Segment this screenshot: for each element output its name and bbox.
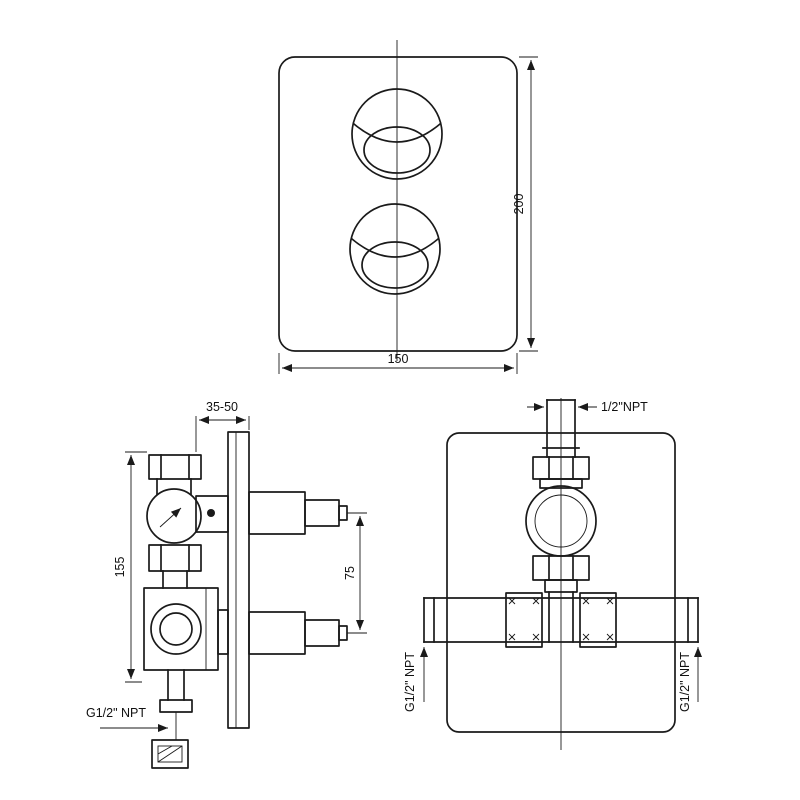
cross-pipe <box>423 592 699 648</box>
side-view: 35-50 155 75 G1/2" NPT <box>86 400 367 769</box>
dim-height-200: 200 <box>512 56 538 352</box>
dim-depth-35-50: 35-50 <box>195 400 250 452</box>
top-inlet-npt-label: 1/2"NPT <box>601 400 648 414</box>
dim-height-label: 200 <box>512 194 526 215</box>
dim-spacing-75: 75 <box>343 512 367 634</box>
dim-body-height-label: 155 <box>113 557 127 578</box>
dim-top-inlet: 1/2"NPT <box>527 400 648 414</box>
dim-spacing-label: 75 <box>343 566 357 580</box>
lower-port-circle <box>150 603 202 655</box>
lower-body-block <box>143 587 219 671</box>
outlet-callout: G1/2" NPT <box>86 706 168 732</box>
top-knob <box>351 88 443 180</box>
handle-top-side <box>248 491 348 535</box>
outlet-fitting <box>151 739 189 769</box>
cartridge-housing <box>195 495 229 533</box>
union-nut-right <box>579 592 617 648</box>
right-port-npt-label: G1/2" NPT <box>678 652 692 712</box>
valve-body-side <box>143 454 229 769</box>
right-port-callout: G1/2" NPT <box>678 647 702 712</box>
faceplate <box>278 56 518 352</box>
bottom-knob <box>349 203 441 295</box>
dim-depth-label: 35-50 <box>206 400 238 414</box>
outlet-npt-label: G1/2" NPT <box>86 706 146 720</box>
wall-plate <box>227 431 250 729</box>
front-view: 200 150 <box>278 40 538 374</box>
dim-width-label: 150 <box>388 352 409 366</box>
dim-height-155: 155 <box>113 451 147 683</box>
left-port-callout: G1/2" NPT <box>403 647 428 712</box>
handle-bottom-side <box>248 611 348 655</box>
top-inlet-pipe <box>542 399 580 458</box>
rear-view: 1/2"NPT <box>403 398 702 750</box>
left-port-npt-label: G1/2" NPT <box>403 652 417 712</box>
union-nut-left <box>505 592 543 648</box>
flow-arrow <box>159 507 182 528</box>
top-hex-nut <box>148 454 202 480</box>
outlet-cap <box>159 699 193 713</box>
mid-hex-nut <box>148 544 202 572</box>
dim-width-150: 150 <box>278 352 518 374</box>
stem-dot <box>207 509 215 517</box>
valve-body-rear <box>525 456 597 599</box>
upper-port-circle <box>146 488 202 544</box>
